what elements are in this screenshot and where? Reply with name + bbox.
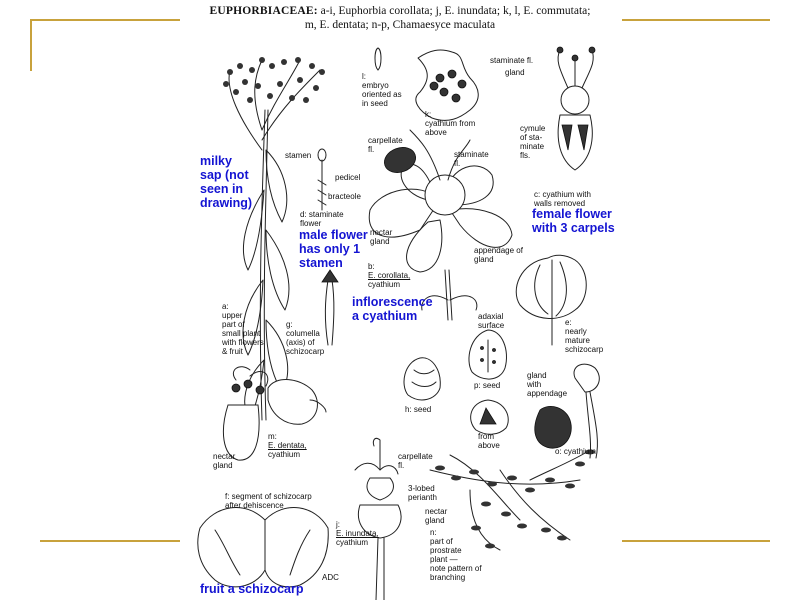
columella-drawing <box>321 269 339 346</box>
label-nectar-gland-m: nectar gland <box>213 452 236 470</box>
label-stamen: stamen <box>285 151 312 160</box>
cyathium-b-drawing <box>368 129 513 321</box>
schizocarp-e-drawing <box>515 254 587 346</box>
cyathium-j-drawing <box>354 437 402 600</box>
label-k-cyathium-above: k: cyathium from above <box>425 110 476 137</box>
embryo-drawing <box>374 47 382 71</box>
label-staminate-fl: staminate fl. <box>490 56 534 65</box>
label-n-prostrate-plant: n: part of prostrate plant — note patter… <box>430 528 482 582</box>
note-inflorescence: inflorescence a cyathium <box>352 295 433 323</box>
label-j-cyathium: cyathium <box>336 538 369 547</box>
label-j-inundata: j:E. inundata,cyathium <box>336 520 379 547</box>
label-d-staminate-flower: d: staminate flower <box>300 210 344 228</box>
label-j-prefix: j: <box>336 520 340 529</box>
cyathium-m-drawing <box>222 366 327 461</box>
seed-p-drawing <box>468 329 507 380</box>
label-adaxial-surface: adaxial surface <box>478 312 505 330</box>
label-from-above: from above <box>478 432 500 450</box>
label-pedicel: pedicel <box>335 173 361 182</box>
bottom-right-rule <box>622 540 770 542</box>
seed-above-drawing <box>470 399 509 435</box>
note-female-flower: female flower with 3 carpels <box>532 207 615 235</box>
plate-title-line2: m, E. dentata; n-p, Chamaesyce maculata <box>304 19 496 31</box>
label-3-lobed-perianth: 3-lobed perianth <box>408 484 437 502</box>
label-nectar-gland-j: nectar gland <box>425 507 448 525</box>
label-staminate-fl-b: staminate fl. <box>454 150 489 168</box>
label-nectar-gland-b: nectar gland <box>370 228 393 246</box>
top-left-vertical-rule <box>30 19 32 71</box>
label-g-columella: g: columella (axis) of schizocarp <box>286 320 325 356</box>
label-b-species: E. corollata, <box>368 271 411 280</box>
label-bracteole: bracteole <box>328 192 361 201</box>
label-h-seed: h: seed <box>405 405 432 414</box>
label-c-cyathium-walls: c: cyathium with walls removed <box>534 190 591 208</box>
staminate-flower-drawing <box>317 148 327 211</box>
schizocarp-segment-drawing <box>197 507 329 588</box>
label-m-cyathium: cyathium <box>268 450 301 459</box>
plate-title: EUPHORBIACEAE: a-i, Euphorbia corollata;… <box>175 4 625 32</box>
note-fruit-schizocarp: fruit a schizocarp <box>200 582 304 596</box>
label-b-prefix: b: <box>368 262 375 271</box>
note-male-flower: male flower has only 1 stamen <box>299 228 368 270</box>
label-m-dentata: m:E. dentata,cyathium <box>268 432 307 459</box>
label-carpellate-fl: carpellate fl. <box>368 136 403 154</box>
label-b-corollata: b:E. corollata,cyathium <box>368 262 410 289</box>
plate-title-line1: a-i, Euphorbia corollata; j, E. inundata… <box>320 5 591 17</box>
note-milky-sap: milky sap (not seen in drawing) <box>200 154 253 210</box>
top-right-rule <box>622 19 770 21</box>
cyathium-above-drawing <box>415 49 479 121</box>
label-l-embryo: l: embryo oriented as in seed <box>362 72 402 108</box>
cyathium-o-drawing <box>534 363 600 459</box>
label-e-schizocarp: e: nearly mature schizocarp <box>565 318 604 354</box>
label-m-species: E. dentata, <box>268 441 307 450</box>
label-o-cyathium: o: cyathium <box>555 447 596 456</box>
label-gland-with-appendage: gland with appendage <box>527 371 568 398</box>
prostrate-plant-drawing <box>429 449 595 551</box>
cyathium-walls-removed-drawing <box>556 46 596 171</box>
bottom-left-rule <box>40 540 180 542</box>
label-m-prefix: m: <box>268 432 277 441</box>
label-f-schizocarp-segment: f: segment of schizocarp after dehiscenc… <box>225 492 312 510</box>
label-cymule: cymule of sta- minate fls. <box>520 124 546 160</box>
label-b-cyathium: cyathium <box>368 280 401 289</box>
plate-title-family: EUPHORBIACEAE: <box>209 5 318 17</box>
seed-h-drawing <box>403 357 441 401</box>
label-j-species: E. inundata, <box>336 529 379 538</box>
label-p-seed: p: seed <box>474 381 501 390</box>
label-gland: gland <box>505 68 525 77</box>
top-left-rule <box>30 19 180 21</box>
label-artist-initials: ADC <box>322 573 339 582</box>
label-carpellate-fl-j: carpellate fl. <box>398 452 433 470</box>
label-appendage-of-gland: appendage of gland <box>474 246 523 264</box>
label-a-upper-plant: a: upper part of small plant with flower… <box>222 302 264 356</box>
